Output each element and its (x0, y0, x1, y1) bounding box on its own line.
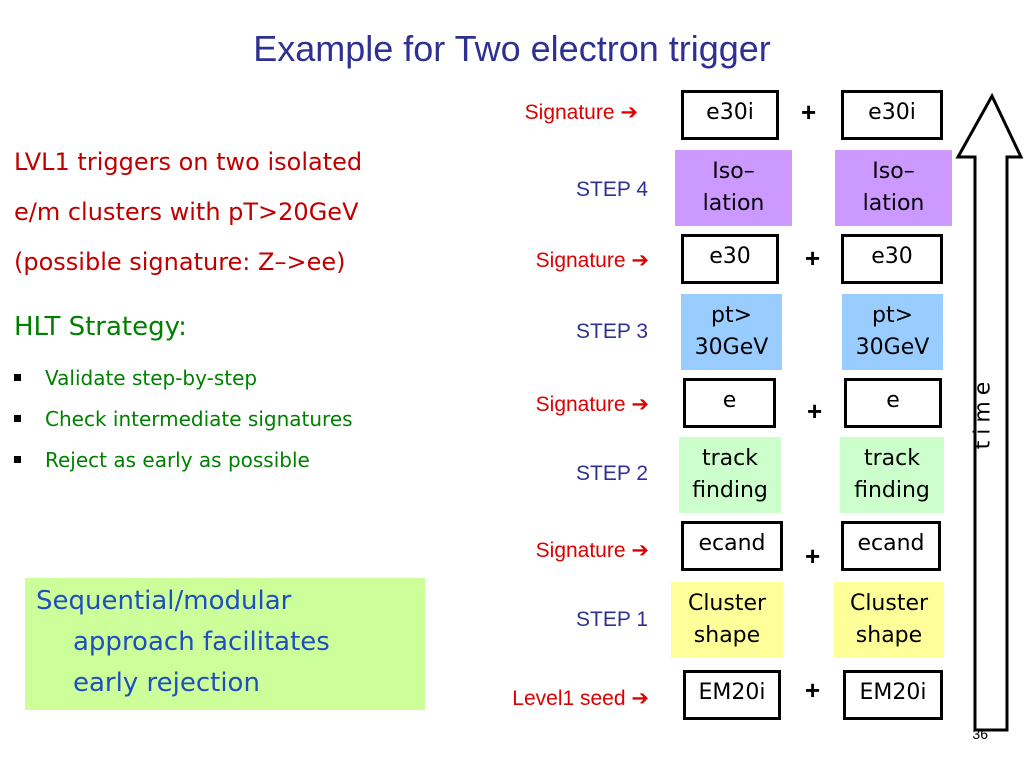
arrow-right-icon: ➔ (631, 539, 649, 562)
signature-box-e-left: e (683, 378, 776, 428)
step-3-label: STEP 3 (576, 320, 648, 343)
time-label: time (970, 375, 996, 450)
plus-sign: + (805, 675, 821, 705)
bullet-square-icon (14, 456, 21, 463)
page-title: Example for Two electron trigger (253, 28, 771, 69)
seed-box-em20i-left: EM20i (683, 670, 781, 720)
arrow-right-icon: ➔ (631, 393, 649, 416)
step-box-isolation-right: Iso–lation (835, 150, 952, 226)
note-line-2: approach facilitates (73, 627, 330, 657)
signature-box-e-right: e (844, 378, 942, 428)
hlt-heading: HLT Strategy: (14, 312, 187, 342)
signature-box-e30i-right: e30i (841, 90, 943, 140)
lvl1-line-1: LVL1 triggers on two isolated (14, 148, 363, 176)
signature-label: Signature ➔ (535, 539, 649, 562)
arrow-right-icon: ➔ (620, 101, 638, 124)
arrow-right-icon: ➔ (631, 249, 649, 272)
step-4-label: STEP 4 (576, 178, 648, 201)
signature-box-e30i-left: e30i (681, 90, 779, 140)
signature-box-e30-left: e30 (681, 234, 779, 284)
step-box-pt-right: pt>30GeV (842, 294, 943, 370)
bullet-item: Check intermediate signatures (14, 407, 353, 431)
step-box-pt-left: pt>30GeV (681, 294, 782, 370)
lvl1-line-2: e/m clusters with pT>20GeV (14, 198, 359, 226)
signature-label: Signature ➔ (535, 393, 649, 416)
signature-box-ecand-left: ecand (681, 521, 783, 571)
signature-label: Signature ➔ (524, 101, 638, 124)
arrow-right-icon: ➔ (631, 687, 649, 710)
plus-sign: + (805, 243, 821, 273)
note-box: Sequential/modular approach facilitates … (25, 578, 425, 710)
step-box-isolation-left: Iso–lation (675, 150, 792, 226)
plus-sign: + (805, 541, 821, 571)
page-number: 36 (972, 726, 988, 742)
bullet-square-icon (14, 415, 21, 422)
step-1-label: STEP 1 (576, 608, 648, 631)
signature-box-ecand-right: ecand (841, 521, 941, 571)
bullet-item: Reject as early as possible (14, 448, 310, 472)
note-line-1: Sequential/modular (36, 586, 292, 616)
signature-label: Signature ➔ (535, 249, 649, 272)
bullet-item: Validate step-by-step (14, 366, 257, 390)
seed-box-em20i-right: EM20i (843, 670, 943, 720)
signature-box-e30-right: e30 (841, 234, 943, 284)
bullet-square-icon (14, 374, 21, 381)
time-arrow-icon (955, 93, 1024, 732)
lvl1-line-3: (possible signature: Z–>ee) (14, 248, 346, 276)
plus-sign: + (801, 97, 817, 127)
note-line-3: early rejection (73, 668, 260, 698)
plus-sign: + (807, 396, 823, 426)
step-2-label: STEP 2 (576, 462, 648, 485)
level1-seed-label: Level1 seed ➔ (512, 687, 649, 710)
